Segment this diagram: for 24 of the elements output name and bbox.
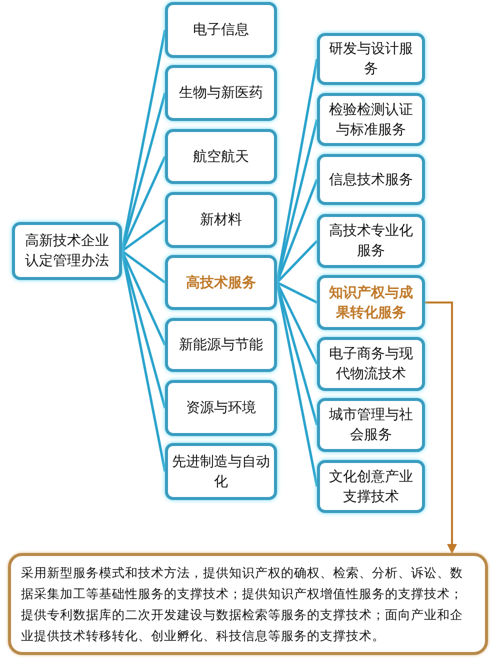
subcategory-box: 城市管理与社会服务 [317,398,425,452]
subcategory-box: 信息技术服务 [317,154,425,205]
subcategory-box: 研发与设计服务 [317,33,425,85]
subcategory-box: 文化创意产业支撑技术 [317,460,425,513]
category-box: 高技术服务 [165,255,277,310]
category-box: 新能源与节能 [165,318,277,372]
category-box: 生物与新医药 [165,65,277,121]
category-box: 新材料 [165,192,277,248]
category-box: 先进制造与自动化 [165,443,277,500]
connector-line [121,250,166,284]
category-box: 资源与环境 [165,380,277,436]
subcategory-box: 电子商务与现代物流技术 [317,337,425,391]
connector-line [276,240,318,284]
root-box: 高新技术企业认定管理办法 [12,222,122,280]
connector-line [276,282,318,365]
connector-line [121,218,166,252]
subcategory-box: 知识产权与成果转化服务 [317,275,425,330]
category-box: 航空航天 [165,129,277,184]
category-box: 电子信息 [165,2,277,58]
subcategory-box: 检验检测认证与标准服务 [317,93,425,146]
connector-line [276,281,318,304]
arrow [425,302,457,554]
subcategory-box: 高技术专业化服务 [317,214,425,268]
description-box: 采用新型服务模式和技术方法，提供知识产权的确权、检索、分析、诉讼、数据采集加工等基础性服务的支撑技术；提供知识产权增值性服务的支撑技术；提供专利数据库的二次开发建设与数据检索等服务的支撑技术；面向产业和企业提供技术转移转化、创业孵化、科技信息等服务的支撑技术。 [8,553,488,655]
